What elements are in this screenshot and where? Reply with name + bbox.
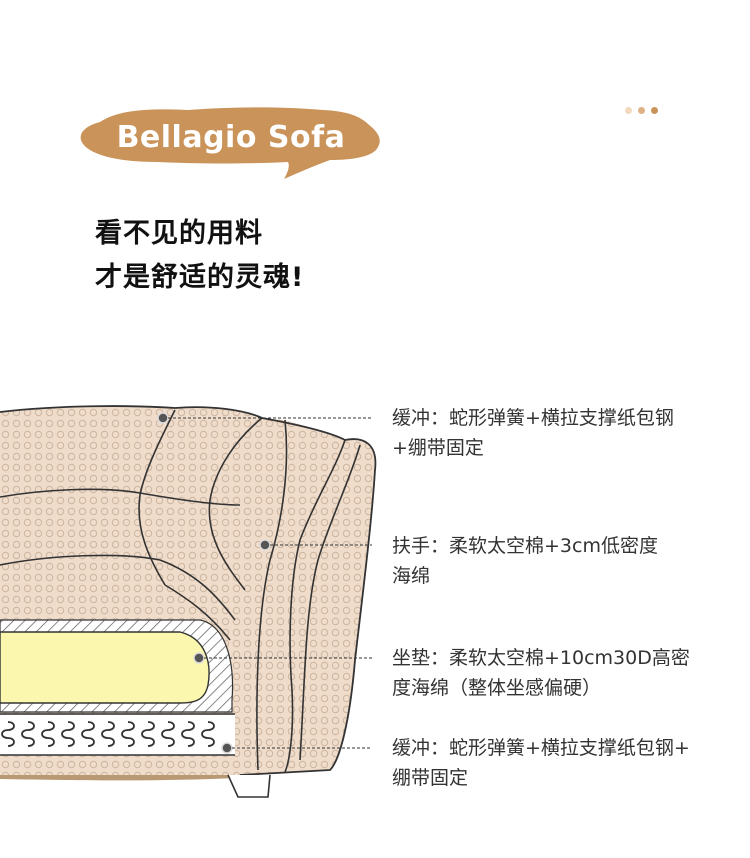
marker-2: [259, 539, 271, 551]
callout-cushion-top: 缓冲：蛇形弹簧+横拉支撑纸包钢 +绷带固定: [392, 403, 737, 463]
pager-dots: [625, 107, 658, 114]
marker-1: [157, 412, 169, 424]
brand-title: Bellagio Sofa: [116, 119, 346, 155]
pager-dot-3[interactable]: [651, 107, 658, 114]
serpentine-springs: [1, 721, 215, 747]
seat-foam: [0, 631, 210, 704]
pager-dot-2[interactable]: [638, 107, 645, 114]
callout-1-line-2: +绷带固定: [392, 437, 484, 459]
callout-3-line-2: 度海绵（整体坐感偏硬）: [392, 677, 602, 699]
sofa-cross-section: [0, 405, 377, 798]
headline: 看不见的用料 才是舒适的灵魂!: [95, 212, 304, 300]
headline-line-1: 看不见的用料: [95, 218, 263, 249]
callout-armrest: 扶手：柔软太空棉+3cm低密度 海绵: [392, 531, 737, 591]
pager-dot-1[interactable]: [625, 107, 632, 114]
callout-3-line-1: 坐垫：柔软太空棉+10cm30D高密: [392, 647, 690, 669]
callout-2-line-1: 扶手：柔软太空棉+3cm低密度: [392, 535, 658, 557]
leader-lines: [168, 417, 372, 749]
callout-seat-cushion: 坐垫：柔软太空棉+10cm30D高密 度海绵（整体坐感偏硬）: [392, 643, 737, 703]
brand-badge-shape: [80, 107, 380, 179]
callout-cushion-bottom: 缓冲：蛇形弹簧+横拉支撑纸包钢+ 绷带固定: [392, 733, 737, 793]
brand-badge: Bellagio Sofa: [78, 102, 384, 180]
callout-4-line-1: 缓冲：蛇形弹簧+横拉支撑纸包钢+: [392, 737, 690, 759]
marker-4: [221, 742, 233, 754]
callout-1-line-1: 缓冲：蛇形弹簧+横拉支撑纸包钢: [392, 407, 674, 429]
spring-layer: [0, 715, 235, 755]
headline-line-2: 才是舒适的灵魂!: [95, 262, 305, 293]
sofa-leg: [227, 774, 271, 798]
callout-4-line-2: 绷带固定: [392, 767, 469, 789]
marker-3: [193, 652, 205, 664]
callout-2-line-2: 海绵: [392, 565, 431, 587]
